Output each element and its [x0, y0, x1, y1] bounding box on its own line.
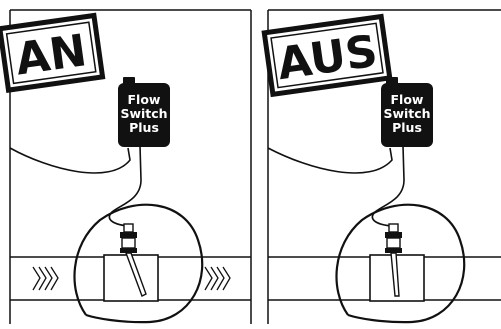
stamp-label: AN — [12, 25, 89, 85]
flow-switch-device: Flow Switch Plus — [381, 77, 433, 147]
device-body — [381, 83, 433, 147]
stamp-inner-frame — [5, 21, 97, 85]
stamp-inner-frame — [270, 22, 384, 89]
flow-arrows-right — [204, 266, 231, 291]
cable — [267, 147, 393, 174]
sensor-wire — [108, 145, 142, 227]
device-label-line-1: Flow — [391, 92, 424, 107]
flow-arrows-left — [32, 266, 59, 291]
sensor-nut-top — [120, 232, 137, 238]
sensor-nut-top — [385, 232, 402, 238]
cable — [9, 147, 131, 174]
device-label-line-3: Plus — [392, 120, 422, 135]
device-label-line-3: Plus — [129, 120, 159, 135]
sensor-nut-bottom — [120, 248, 137, 253]
sensor-paddle-straight — [390, 252, 400, 297]
device-label-line-2: Switch — [120, 106, 167, 121]
stamp-frame — [261, 13, 393, 98]
device-label-line-2: Switch — [383, 106, 430, 121]
sensor-paddle-deflected — [124, 252, 147, 297]
status-stamp-off: AUS — [261, 13, 393, 98]
status-stamp-on: AN — [0, 12, 106, 93]
sensor-body — [121, 237, 136, 249]
panel-on: Flow Switch Plus AN — [0, 9, 252, 324]
device-body — [118, 83, 170, 147]
sensor-wire — [371, 145, 405, 227]
flow-switch-device: Flow Switch Plus — [118, 77, 170, 147]
sensor-nut-bottom — [385, 248, 402, 253]
device-label-line-1: Flow — [128, 92, 161, 107]
magnifier-circle — [335, 203, 466, 324]
sensor-body — [386, 237, 401, 249]
sensor-cap — [388, 223, 399, 233]
magnifier-circle — [73, 203, 204, 324]
stamp-frame — [0, 12, 106, 93]
panel-off: Flow Switch Plus AUS — [261, 9, 501, 324]
sensor-cap — [123, 223, 134, 233]
